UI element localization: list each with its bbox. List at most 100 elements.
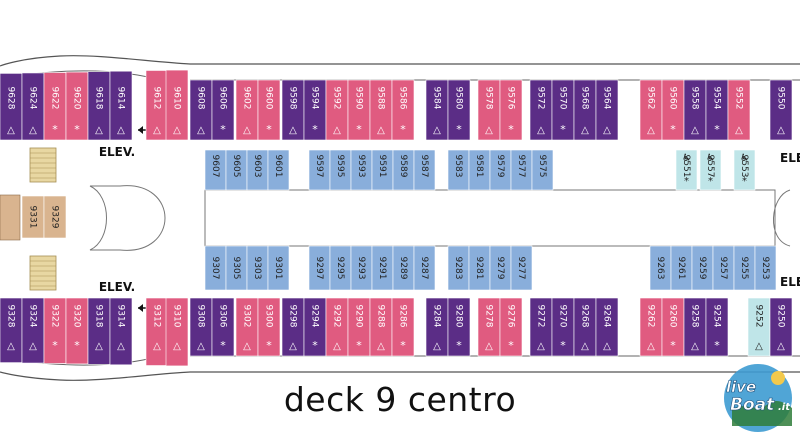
top-cabin-9580[interactable]: 9580*	[447, 79, 471, 141]
bow-cabin-9331[interactable]: 9331	[21, 195, 45, 239]
inner-bottom-cabin-9295[interactable]: 9295	[329, 245, 352, 291]
top-cabin-9594[interactable]: 9594*	[303, 79, 327, 141]
inner-top-cabin-9587[interactable]: 9587	[413, 149, 436, 191]
bottom-cabin-9310[interactable]: 9310△	[165, 297, 189, 367]
inner-top-cabin-9551[interactable]: 9551♿	[675, 149, 698, 191]
inner-top-cabin-9591[interactable]: 9591	[371, 149, 394, 191]
top-cabin-9598[interactable]: 9598△	[281, 79, 305, 141]
bottom-cabin-9302[interactable]: 9302△	[235, 297, 259, 357]
bottom-cabin-9260[interactable]: 9260*	[661, 297, 685, 357]
top-cabin-9568[interactable]: 9568△	[573, 79, 597, 141]
bottom-cabin-9270[interactable]: 9270*	[551, 297, 575, 357]
top-cabin-9552[interactable]: 9552△	[727, 79, 751, 141]
inner-top-cabin-9579[interactable]: 9579	[489, 149, 512, 191]
inner-bottom-cabin-9287[interactable]: 9287	[413, 245, 436, 291]
inner-top-cabin-9593[interactable]: 9593	[350, 149, 373, 191]
top-cabin-9576[interactable]: 9576*	[499, 79, 523, 141]
top-cabin-9606[interactable]: 9606*	[211, 79, 235, 141]
top-cabin-9560[interactable]: 9560*	[661, 79, 685, 141]
bottom-cabin-9318[interactable]: 9318△	[87, 297, 111, 365]
bottom-cabin-9262[interactable]: 9262△	[639, 297, 663, 357]
top-cabin-9602[interactable]: 9602△	[235, 79, 259, 141]
inner-bottom-cabin-9289[interactable]: 9289	[392, 245, 415, 291]
inner-bottom-cabin-9281[interactable]: 9281	[468, 245, 491, 291]
inner-top-cabin-9601[interactable]: 9601	[267, 149, 290, 191]
bottom-cabin-9254[interactable]: 9254*	[705, 297, 729, 357]
top-cabin-9600[interactable]: 9600*	[257, 79, 281, 141]
top-cabin-9610[interactable]: 9610△	[165, 69, 189, 141]
bottom-cabin-9328[interactable]: 9328△	[0, 297, 23, 363]
inner-bottom-cabin-9263[interactable]: 9263	[649, 245, 672, 291]
bottom-cabin-9290[interactable]: 9290*	[347, 297, 371, 357]
top-cabin-9570[interactable]: 9570*	[551, 79, 575, 141]
inner-bottom-cabin-9303[interactable]: 9303	[246, 245, 269, 291]
top-cabin-9572[interactable]: 9572△	[529, 79, 553, 141]
inner-top-cabin-9607[interactable]: 9607	[204, 149, 227, 191]
bottom-cabin-9324[interactable]: 9324△	[21, 297, 45, 364]
bottom-cabin-9280[interactable]: 9280*	[447, 297, 471, 357]
top-cabin-9550[interactable]: 9550△	[769, 79, 793, 141]
bottom-cabin-9276[interactable]: 9276*	[499, 297, 523, 357]
top-cabin-9558[interactable]: 9558△	[683, 79, 707, 141]
top-cabin-9592[interactable]: 9592△	[325, 79, 349, 141]
top-cabin-9612[interactable]: 9612△	[145, 70, 169, 141]
bottom-cabin-9250[interactable]: 9250△	[769, 297, 793, 357]
bottom-cabin-9286[interactable]: 9286*	[391, 297, 415, 357]
bottom-cabin-9322[interactable]: 9322*	[43, 297, 67, 364]
inner-top-cabin-9557[interactable]: 9557♿	[699, 149, 722, 191]
top-cabin-9564[interactable]: 9564△	[595, 79, 619, 141]
top-cabin-9624[interactable]: 9624△	[21, 72, 45, 141]
inner-bottom-cabin-9293[interactable]: 9293	[350, 245, 373, 291]
bottom-cabin-9268[interactable]: 9268△	[573, 297, 597, 357]
bottom-cabin-9288[interactable]: 9288△	[369, 297, 393, 357]
inner-bottom-cabin-9297[interactable]: 9297	[308, 245, 331, 291]
inner-bottom-cabin-9277[interactable]: 9277	[510, 245, 533, 291]
inner-top-cabin-9577[interactable]: 9577	[510, 149, 533, 191]
inner-bottom-cabin-9301[interactable]: 9301	[267, 245, 290, 291]
inner-top-cabin-9603[interactable]: 9603	[246, 149, 269, 191]
bottom-cabin-9278[interactable]: 9278△	[477, 297, 501, 357]
bottom-cabin-9292[interactable]: 9292△	[325, 297, 349, 357]
bottom-cabin-9300[interactable]: 9300*	[257, 297, 281, 357]
inner-top-cabin-9597[interactable]: 9597	[308, 149, 331, 191]
inner-bottom-cabin-9279[interactable]: 9279	[489, 245, 512, 291]
inner-top-cabin-9575[interactable]: 9575	[531, 149, 554, 191]
inner-bottom-cabin-9307[interactable]: 9307	[204, 245, 227, 291]
inner-bottom-cabin-9283[interactable]: 9283	[447, 245, 470, 291]
inner-top-cabin-9605[interactable]: 9605	[225, 149, 248, 191]
top-cabin-9618[interactable]: 9618△	[87, 71, 111, 141]
bottom-cabin-9312[interactable]: 9312△	[145, 297, 169, 366]
top-cabin-9588[interactable]: 9588△	[369, 79, 393, 141]
top-cabin-9584[interactable]: 9584△	[425, 79, 449, 141]
inner-top-cabin-9589[interactable]: 9589	[392, 149, 415, 191]
bow-cabin-9329[interactable]: 9329	[43, 195, 67, 239]
top-cabin-9590[interactable]: 9590*	[347, 79, 371, 141]
inner-bottom-cabin-9257[interactable]: 9257	[712, 245, 735, 291]
bottom-cabin-9258[interactable]: 9258△	[683, 297, 707, 357]
bottom-cabin-9320[interactable]: 9320*	[65, 297, 89, 365]
inner-top-cabin-9595[interactable]: 9595	[329, 149, 352, 191]
inner-bottom-cabin-9255[interactable]: 9255	[733, 245, 756, 291]
top-cabin-9578[interactable]: 9578△	[477, 79, 501, 141]
top-cabin-9614[interactable]: 9614△	[109, 70, 133, 141]
inner-bottom-cabin-9253[interactable]: 9253	[754, 245, 777, 291]
bottom-cabin-9272[interactable]: 9272△	[529, 297, 553, 357]
inner-bottom-cabin-9305[interactable]: 9305	[225, 245, 248, 291]
top-cabin-9562[interactable]: 9562△	[639, 79, 663, 141]
inner-top-cabin-9581[interactable]: 9581	[468, 149, 491, 191]
bottom-cabin-9306[interactable]: 9306*	[211, 297, 235, 357]
bottom-cabin-9294[interactable]: 9294*	[303, 297, 327, 357]
bottom-cabin-9308[interactable]: 9308△	[189, 297, 213, 357]
top-cabin-9620[interactable]: 9620*	[65, 71, 89, 141]
inner-bottom-cabin-9291[interactable]: 9291	[371, 245, 394, 291]
bottom-cabin-9252[interactable]: 9252△	[747, 297, 771, 357]
inner-top-cabin-9553[interactable]: 9553♿	[733, 149, 756, 191]
inner-bottom-cabin-9259[interactable]: 9259	[691, 245, 714, 291]
top-cabin-9608[interactable]: 9608△	[189, 79, 213, 141]
bottom-cabin-9284[interactable]: 9284△	[425, 297, 449, 357]
bottom-cabin-9264[interactable]: 9264△	[595, 297, 619, 357]
bottom-cabin-9314[interactable]: 9314△	[109, 297, 133, 366]
bottom-cabin-9298[interactable]: 9298△	[281, 297, 305, 357]
top-cabin-9554[interactable]: 9554*	[705, 79, 729, 141]
top-cabin-9622[interactable]: 9622*	[43, 72, 67, 141]
